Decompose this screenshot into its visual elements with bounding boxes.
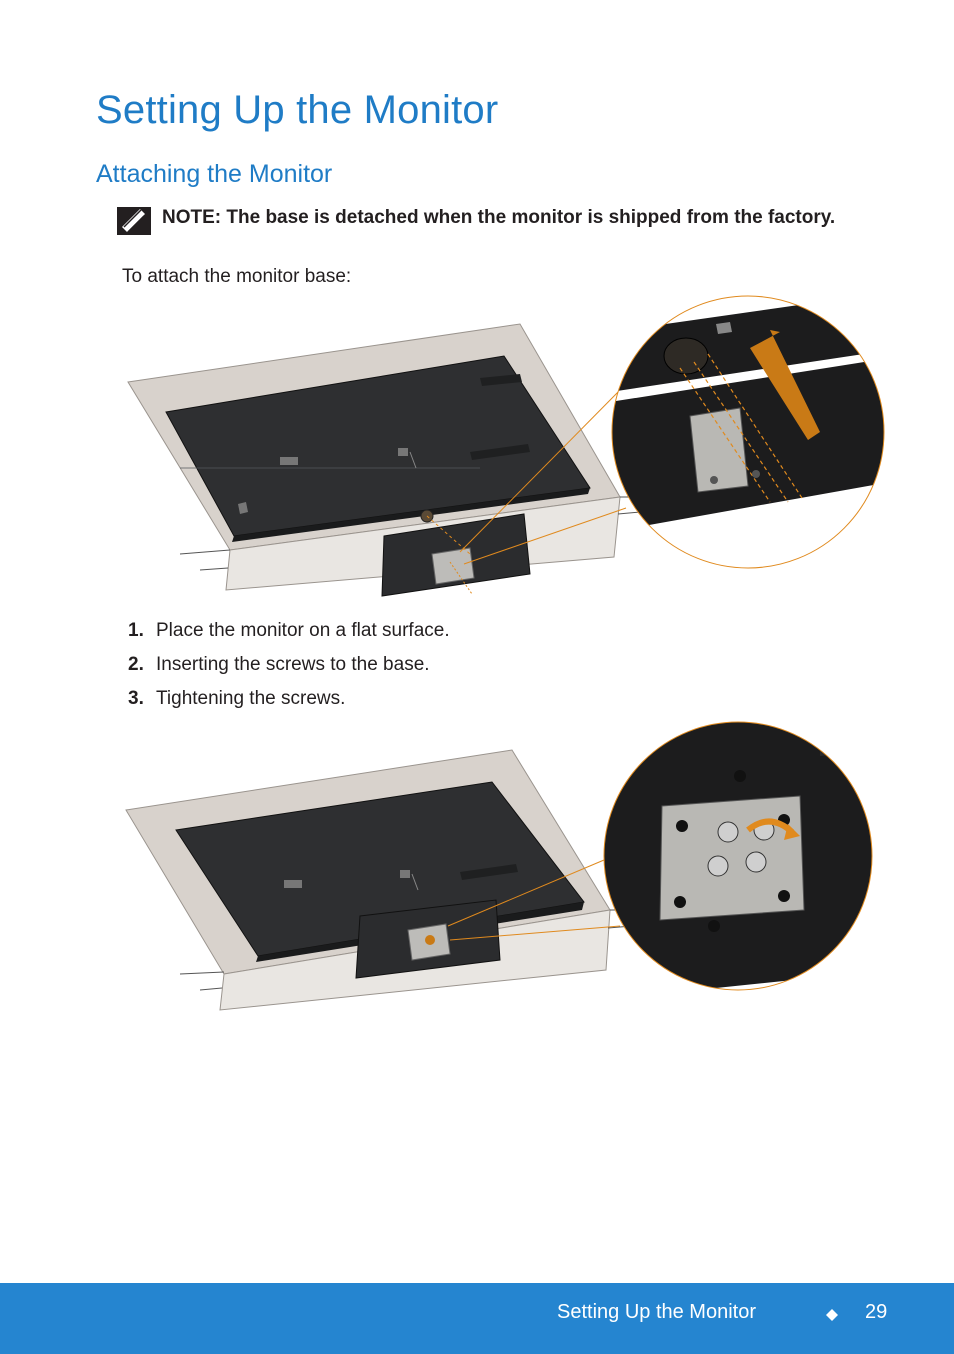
diamond-icon: [826, 1309, 838, 1321]
note-text: NOTE: The base is detached when the moni…: [162, 207, 836, 228]
step-text: Place the monitor on a flat surface.: [156, 620, 450, 641]
intro-text: To attach the monitor base:: [122, 266, 352, 287]
step-number: 1.: [128, 620, 144, 641]
step-item: 2. Inserting the screws to the base.: [128, 654, 450, 688]
tighten-screws-illustration: [125, 721, 873, 1011]
page-title: Setting Up the Monitor: [96, 88, 499, 132]
page-footer: Setting Up the Monitor 29: [0, 1283, 954, 1354]
step-item: 1. Place the monitor on a flat surface.: [128, 620, 450, 654]
step-number: 2.: [128, 654, 144, 675]
footer-title: Setting Up the Monitor: [557, 1301, 756, 1323]
step-number: 3.: [128, 688, 144, 709]
note-pencil-icon: [117, 207, 151, 235]
page-number: 29: [865, 1301, 888, 1323]
steps-list: 1. Place the monitor on a flat surface. 2…: [128, 620, 450, 722]
step-item: 3. Tightening the screws.: [128, 688, 450, 722]
step-text: Inserting the screws to the base.: [156, 654, 430, 675]
attach-base-illustration: [127, 295, 885, 597]
step-text: Tightening the screws.: [156, 688, 346, 709]
section-title: Attaching the Monitor: [96, 160, 333, 188]
